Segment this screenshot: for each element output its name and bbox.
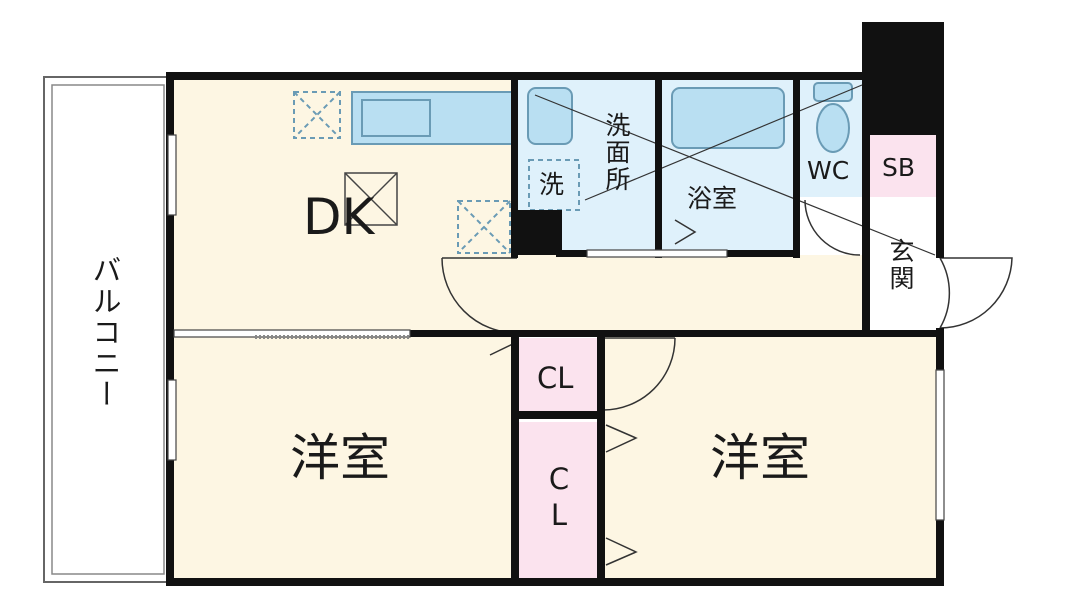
toilet-tank: [813, 82, 853, 102]
room-label-western-right: 洋室: [710, 429, 810, 487]
fixtures: [293, 82, 853, 254]
room-label-western-left: 洋室: [290, 429, 390, 487]
room-label-washer: 洗: [539, 170, 565, 199]
washer-pan: [528, 159, 580, 211]
room-label-closet-upper: CL: [537, 361, 574, 395]
shoe-box: [870, 135, 937, 197]
closet-lower: [517, 422, 603, 580]
door-swings: [441, 199, 1013, 566]
room-label-bathroom: 浴室: [687, 184, 738, 213]
dk-storage-box: [457, 200, 511, 254]
room-label-closet-lower: CL: [542, 462, 576, 534]
room-label-washroom: 洗面所: [602, 112, 631, 193]
room-label-wc: WC: [807, 156, 850, 185]
balcony-area: [43, 76, 173, 583]
western-left-floor: [172, 335, 517, 580]
room-label-entrance: 玄関: [886, 238, 915, 292]
bathtub: [671, 87, 785, 149]
toilet-bowl: [816, 103, 850, 153]
washbasin: [527, 87, 573, 145]
room-label-shoe-box: SB: [882, 153, 916, 182]
sink: [361, 99, 431, 137]
closet-upper: [517, 338, 603, 411]
fridge-space: [293, 91, 341, 139]
room-label-dk: DK: [303, 188, 375, 246]
range-hood: [344, 172, 398, 226]
windows: [167, 134, 945, 521]
room-label-balcony: バルコニー: [88, 255, 122, 410]
entrance-floor: [870, 197, 937, 335]
western-right-floor: [603, 335, 937, 580]
